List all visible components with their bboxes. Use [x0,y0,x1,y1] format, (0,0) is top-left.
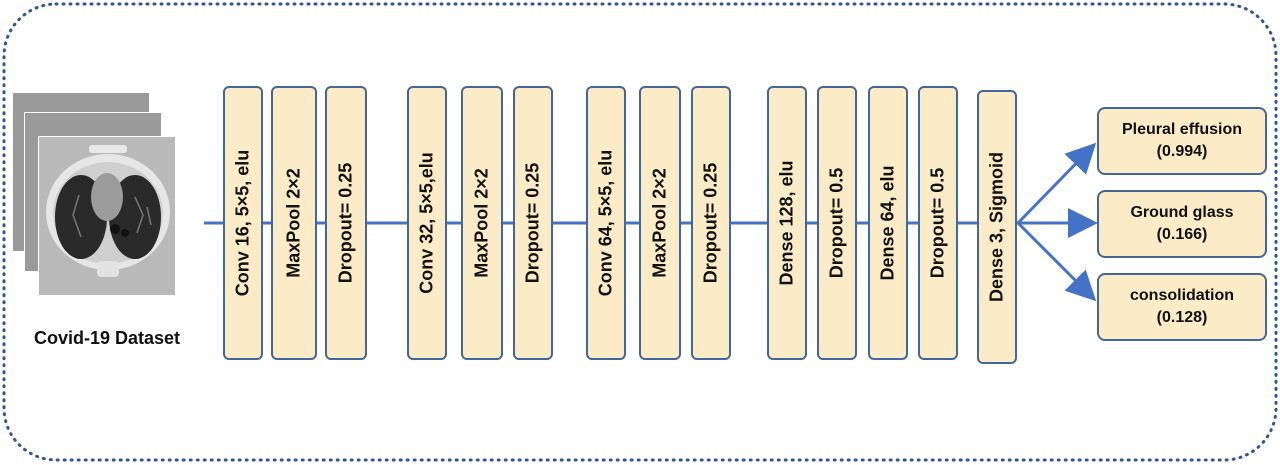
output-ground-glass: Ground glass (0.166) [1097,190,1267,258]
layer-dropout-4: Dropout= 0.5 [817,86,857,360]
layer-label: Conv 32, 5×5,elu [416,152,437,294]
layer-label: MaxPool 2×2 [283,168,304,278]
layer-label: Conv 16, 5×5, elu [232,149,253,297]
layer-label: Conv 64, 5×5, elu [595,149,616,297]
layer-label: Dropout= 0.5 [927,167,948,279]
output-name: Pleural effusion [1121,121,1243,138]
layer-maxpool-2: MaxPool 2×2 [461,86,503,360]
layer-label: Dense 128, elu [776,160,797,286]
output-score: (0.128) [1156,309,1208,326]
layer-label: Dense 3, Sigmoid [986,151,1007,303]
arrow-to-pleural-effusion [1016,142,1097,225]
output-name: consolidation [1130,287,1234,304]
layer-label: Dropout= 0.25 [700,162,721,284]
layer-dropout-2: Dropout= 0.25 [513,86,553,360]
layer-label: Dropout= 0.25 [522,162,543,284]
layer-dropout-3: Dropout= 0.25 [691,86,731,360]
ct-scan-front [38,136,176,296]
layer-dropout-1: Dropout= 0.25 [325,86,367,360]
layer-label: Dense 64, elu [877,165,898,281]
arrow-to-consolidation [1016,221,1097,302]
layer-label: MaxPool 2×2 [471,168,492,278]
layer-dense-3-sigmoid: Dense 3, Sigmoid [977,90,1017,364]
layer-maxpool-1: MaxPool 2×2 [271,86,317,360]
dataset-label: Covid-19 Dataset [33,328,181,348]
layer-dropout-5: Dropout= 0.5 [918,86,958,360]
layer-maxpool-3: MaxPool 2×2 [639,86,681,360]
lung-ct-image [39,137,175,295]
layer-conv-64: Conv 64, 5×5, elu [586,86,626,360]
layer-label: MaxPool 2×2 [649,168,670,278]
layer-label: Dropout= 0.25 [335,162,356,284]
layer-conv-16: Conv 16, 5×5, elu [223,86,263,360]
layer-dense-64: Dense 64, elu [868,86,908,360]
layer-conv-32: Conv 32, 5×5,elu [407,86,447,360]
output-score: (0.994) [1156,143,1208,160]
output-consolidation: consolidation (0.128) [1097,273,1267,341]
output-name: Ground glass [1130,204,1234,221]
output-score: (0.166) [1156,226,1208,243]
output-pleural-effusion: Pleural effusion (0.994) [1097,107,1267,175]
layer-dense-128: Dense 128, elu [767,86,807,360]
layer-label: Dropout= 0.5 [826,167,847,279]
